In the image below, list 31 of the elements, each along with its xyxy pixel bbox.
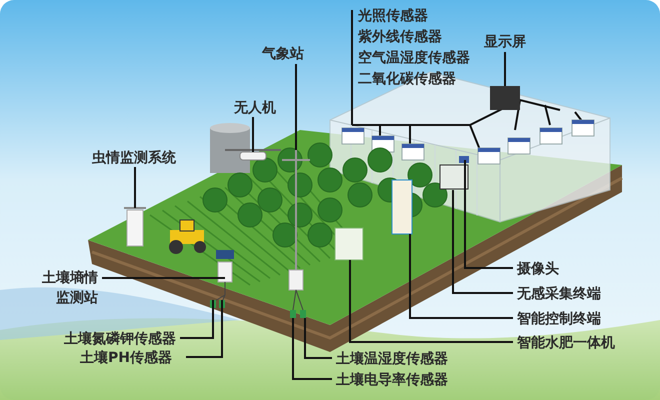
- leader-line: [304, 318, 332, 359]
- leader-line: [351, 10, 353, 125]
- leader-line: [102, 277, 225, 279]
- callout-label: 光照传感器: [358, 7, 429, 26]
- callout-label: 虫情监测系统: [92, 148, 176, 168]
- leader-line: [349, 260, 513, 343]
- callout-label: 土壤PH传感器: [80, 348, 172, 368]
- callout-label: 智能控制终端: [517, 309, 601, 329]
- callout-label: 摄像头: [517, 259, 559, 279]
- leader-line: [252, 117, 254, 152]
- callout-label: 气象站: [262, 44, 304, 64]
- callout-label: 二氧化碳传感器: [358, 70, 457, 89]
- leader-line: [504, 52, 506, 86]
- callout-label: 土壤温湿度传感器: [336, 349, 448, 369]
- leader-line: [464, 160, 513, 269]
- callout-label: 紫外线传感器: [358, 28, 443, 47]
- callout-label: 土壤墒情监测站: [36, 268, 98, 308]
- leader-line: [409, 234, 513, 319]
- callout-label: 智能水肥一体机: [517, 333, 615, 353]
- leader-line: [292, 318, 332, 380]
- leader-line: [134, 167, 136, 208]
- callout-label: 无人机: [234, 98, 276, 118]
- leader-line: [186, 300, 223, 358]
- callout-label: 显示屏: [484, 32, 526, 52]
- callout-label: 空气温湿度传感器: [358, 48, 470, 68]
- leader-line: [295, 64, 297, 150]
- callout-label: 土壤电导率传感器: [336, 370, 448, 390]
- callout-label: 无感采集终端: [517, 284, 601, 304]
- leader-line: [180, 300, 214, 339]
- leader-line: [452, 190, 513, 294]
- callout-label: 土壤氮磷钾传感器: [64, 329, 176, 349]
